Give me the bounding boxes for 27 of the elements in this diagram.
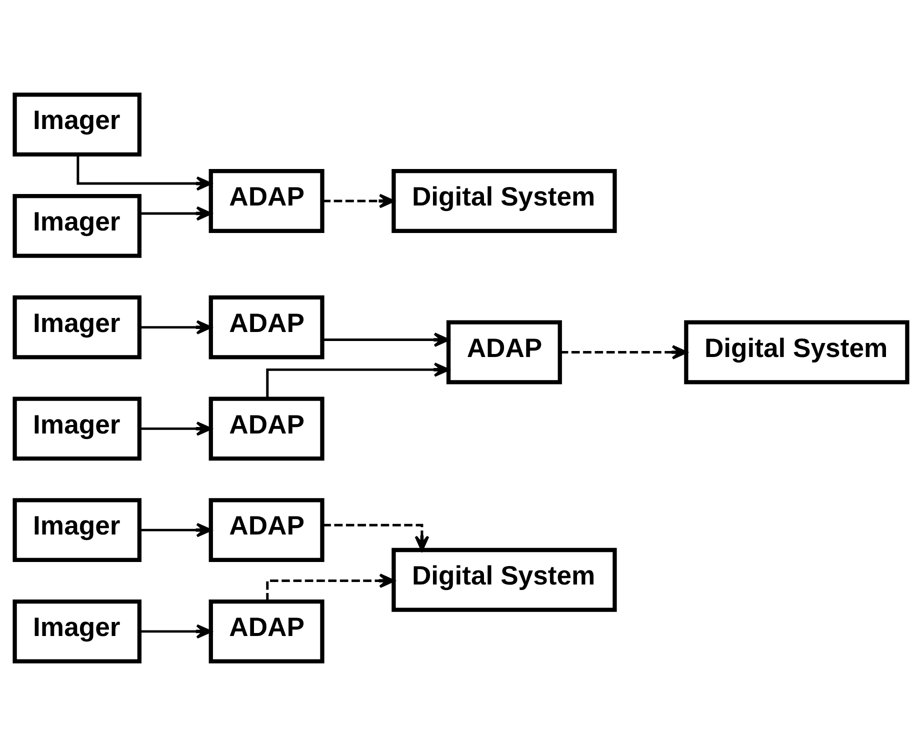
arrow <box>76 154 212 191</box>
arrow <box>322 524 430 552</box>
node-box: ADAP <box>208 295 324 360</box>
arrow <box>140 320 212 335</box>
node-box: Imager <box>12 92 142 157</box>
node-box: Imager <box>12 295 142 360</box>
arrow <box>140 206 212 221</box>
arrow <box>560 345 688 360</box>
node-box: ADAP <box>446 320 562 384</box>
node-box: Imager <box>12 194 142 258</box>
arrow <box>140 624 212 639</box>
arrow <box>322 194 394 208</box>
node-box: Digital System <box>684 320 910 384</box>
node-box: Imager <box>12 396 142 461</box>
arrow <box>140 522 212 538</box>
node-box: Digital System <box>392 548 617 612</box>
node-box: ADAP <box>208 169 324 233</box>
node-box: ADAP <box>208 498 324 562</box>
node-box: Imager <box>12 599 142 664</box>
arrow <box>266 362 450 398</box>
arrow <box>322 332 450 347</box>
node-box: ADAP <box>208 396 324 461</box>
node-box: ADAP <box>208 599 324 664</box>
node-box: Imager <box>12 498 142 562</box>
node-box: Digital System <box>392 169 617 233</box>
arrow <box>266 574 395 602</box>
arrow <box>140 421 212 436</box>
